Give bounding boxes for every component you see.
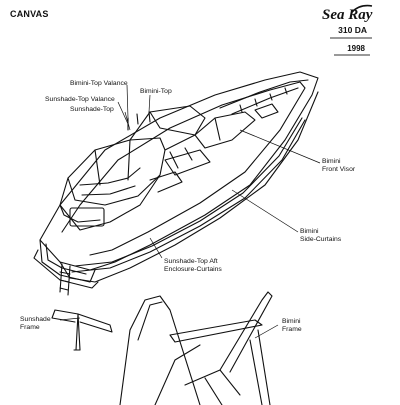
leader-sunshade-valance xyxy=(117,101,129,125)
leader-front-visor xyxy=(239,129,321,164)
callout-sunshade-top: Sunshade-Top xyxy=(70,106,114,113)
hull-stripe-2 xyxy=(74,117,303,267)
cockpit-seating xyxy=(149,149,211,193)
enclosure-back xyxy=(59,204,101,223)
frame-canvas-seam xyxy=(137,301,163,341)
callout-bimini-front-visor-1: Bimini xyxy=(322,158,341,165)
bimini-top-fold xyxy=(149,111,196,136)
callout-bimini-frame-2: Frame xyxy=(282,326,302,333)
bimini-frame-arm xyxy=(219,291,273,373)
brand-logo-text: Sea Ray xyxy=(322,7,373,23)
windshield-post xyxy=(214,117,221,141)
leader-bimini-top xyxy=(148,94,151,113)
callout-sunshade-frame-1: Sunshade xyxy=(20,316,51,323)
callout-bimini-side-curtains-2: Side-Curtains xyxy=(300,236,342,243)
leader-sunshade-top xyxy=(124,111,131,131)
sea-ray-logo: Sea Ray xyxy=(322,4,373,23)
callout-bimini-frame-1: Bimini xyxy=(282,318,301,325)
enclosure-window xyxy=(79,167,141,196)
frames-drawing xyxy=(51,291,273,405)
hull-stripe xyxy=(71,119,306,273)
model-label: 310 DA xyxy=(338,25,367,35)
sunshade-frame-leg xyxy=(73,313,81,351)
gunwale-line xyxy=(61,81,306,256)
deck-hatch xyxy=(254,103,279,119)
callout-sunshade-top-valance: Sunshade-Top Valance xyxy=(45,96,115,103)
frame-canvas-shape xyxy=(119,295,201,405)
bimini-frame-side xyxy=(154,344,201,405)
callout-bimini-side-curtains-1: Bimini xyxy=(300,228,319,235)
enclosure-lower-edge xyxy=(67,174,161,206)
callout-aft-curtains-1: Sunshade-Top Aft xyxy=(164,258,218,265)
callout-sunshade-frame-2: Frame xyxy=(20,324,40,331)
leader-valance xyxy=(126,84,129,119)
swim-ladder xyxy=(59,263,71,296)
logo-swash xyxy=(351,4,373,13)
bow-rail xyxy=(219,79,309,115)
hull-outline xyxy=(39,71,319,271)
transom-inner xyxy=(45,243,87,275)
bimini-frame-bar xyxy=(169,319,263,343)
bimini-frame-strut xyxy=(249,329,271,405)
year-label: 1998 xyxy=(347,44,365,53)
sunshade-frame xyxy=(51,309,113,351)
callout-bimini-top-valance: Bimini-Top Valance xyxy=(70,80,128,87)
bimini-frame-base xyxy=(184,369,241,405)
transom xyxy=(39,239,96,283)
enclosure-rear-window xyxy=(69,207,105,227)
bimini-top-canvas xyxy=(129,105,206,151)
section-title: CANVAS xyxy=(10,9,49,19)
bow-rail-stanchions xyxy=(239,87,288,113)
boat-drawing xyxy=(33,71,319,296)
callout-bimini-top: Bimini-Top xyxy=(140,88,172,95)
enclosure-canvas xyxy=(59,137,166,231)
enclosure-seams xyxy=(94,139,131,186)
callout-aft-curtains-2: Enclosure-Curtains xyxy=(164,266,222,273)
callout-leaders xyxy=(59,84,321,339)
side-curtains xyxy=(169,147,193,169)
callout-bimini-front-visor-2: Front Visor xyxy=(322,166,356,173)
leader-aft-curtains xyxy=(149,237,163,259)
leader-side-curtains xyxy=(231,189,299,233)
